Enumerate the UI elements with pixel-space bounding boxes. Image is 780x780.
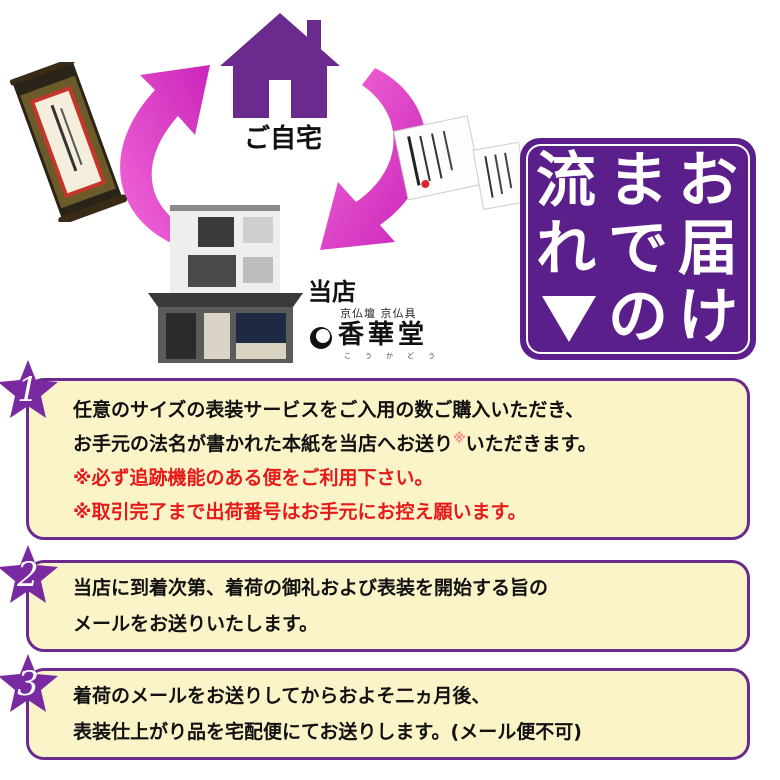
title-badge-frame: お 届 け ま で の 流 れ [526,144,750,354]
brand-logo-icon [310,327,332,349]
step-3-line-2: 表装仕上がり品を宅配便にてお送りします。(メール便不可) [73,721,582,743]
step-1-line-1: 任意のサイズの表装サービスをご入用の数ご購入いただき、 [73,399,585,421]
title-char: れ [536,214,596,284]
step-1-warning-1: ※必ず追跡機能のある便をご利用下さい。 [73,467,434,489]
title-char: 流 [536,146,596,216]
arrow-to-store-icon [320,68,427,250]
step-2-line-1: 当店に到着次第、着荷の御礼および表装を開始する旨の [73,577,549,599]
step-1-panel: 任意のサイズの表装サービスをご入用の数ご購入いただき、 お手元の法名が書かれた本… [26,378,750,540]
step-2-badge: 2 [0,543,60,607]
document-paper-image [393,115,483,200]
star-icon [0,360,58,418]
brand-ruby: こうかどう [344,352,449,360]
step-1-line-2-tail: いただきます。 [465,433,597,455]
house-icon [220,13,340,118]
step-3-badge: 3 [0,652,60,716]
title-char: 届 [678,214,738,284]
step-2-panel: 当店に到着次第、着荷の御礼および表装を開始する旨の メールをお送りいたします。 [26,560,750,652]
down-triangle-icon [542,296,596,342]
title-char: の [608,282,668,352]
step-3-line-1: 着荷のメールをお送りしてからおよそ二ヵ月後、 [73,685,491,707]
step-3-panel: 着荷のメールをお送りしてからおよそ二ヵ月後、 表装仕上がり品を宅配便にてお送りし… [26,668,750,760]
title-badge: お 届 け ま で の 流 れ [520,138,756,360]
store-label: 当店 [308,278,356,306]
step-1-warning-2: ※取引完了まで出荷番号はお手元にお控え願います。 [73,501,527,523]
document-paper-image [472,141,530,210]
home-label: ご自宅 [244,124,323,154]
title-char: ま [608,146,668,216]
star-icon [0,654,58,712]
step-1-badge: 1 [0,358,60,422]
note-mark: ※ [453,431,466,447]
arrow-to-home-icon [120,65,220,255]
step-2-line-2: メールをお送りいたします。 [73,613,319,635]
star-icon [0,545,58,603]
shop-building-image [148,205,303,363]
step-1-line-2-text: お手元の法名が書かれた本紙を当店へお送り [73,433,454,455]
brand-subtitle: 京仏壇 京仏具 [340,307,417,320]
step-1-number: 1 [17,370,39,410]
step-2-number: 2 [17,555,39,595]
hanging-scroll-image [9,62,127,222]
brand-name: 香華堂 [338,320,429,350]
title-char: で [608,214,668,284]
step-1-line-2: お手元の法名が書かれた本紙を当店へお送り※いただきます。 [73,429,597,456]
title-char: け [678,282,738,352]
title-char: お [678,146,738,216]
step-3-number: 3 [17,664,39,704]
